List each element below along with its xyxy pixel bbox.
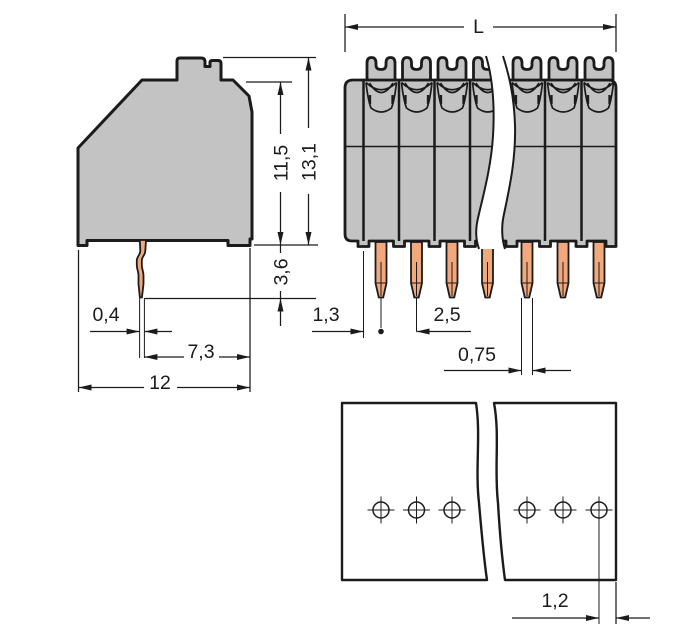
clamp-body-curve [365,82,398,113]
clamp-arc-outer [436,81,469,91]
push-button-clip [365,56,397,82]
front-view-dimensions: L 1,3 2,5 0,75 [312,14,617,375]
pcb-left-block [340,401,489,582]
clamp-arc-outer [583,81,615,91]
pcb-dimensions: 1,2 [512,523,650,624]
push-button-clip [583,56,615,82]
clamp-arc-outer [546,81,580,91]
front-view: L 1,3 2,5 0,75 [312,14,618,375]
clamp-body-curve [583,82,615,113]
clamp-arc-inner [404,82,430,94]
clamp-arc-inner [368,82,394,94]
break-torn-edge-right [501,55,517,250]
clamp-arc-outer [365,81,398,91]
pitch-reference-dot [378,328,384,335]
clamp-arc-outer [511,81,544,91]
clamp-body-curve [400,82,433,113]
dim-label-overall-height: 13,1 [299,143,321,181]
dim-label-pin-to-edge: 7,3 [187,341,214,363]
push-button-clip [511,56,543,82]
dim-label-hole-to-edge: 1,2 [541,590,568,612]
solder-pin-side [135,239,147,299]
push-button-clip [401,56,432,82]
dim-label-total-length: L [473,16,484,38]
pcb-right-block [492,401,618,582]
dim-label-body-height: 11,5 [271,145,293,182]
clamp-body-curve [436,82,469,113]
dim-label-pin-protrusion: 3,6 [271,258,293,285]
break-torn-edge-left [475,55,495,250]
housing-profile [76,56,254,247]
dim-label-pin-pitch: 2,5 [433,304,460,326]
clamp-body-curve [511,82,544,113]
clamp-arc-inner [586,82,611,94]
side-view-dimensions: 11,5 13,1 3,6 0,4 7,3 12 [77,56,321,394]
clamp-arc-outer [400,81,433,91]
break-band [476,56,516,249]
front-body-right-block [498,78,618,248]
clamp-arc-inner [514,82,540,94]
pcb-view: 1,2 [340,401,650,624]
push-button-clip [436,56,468,82]
clamp-body-curve [546,82,580,113]
pcb-holes [367,496,613,524]
front-pole-details [346,56,615,299]
dim-label-depth: 12 [149,372,171,394]
clamp-arc-inner [550,82,577,94]
dim-label-wall-to-first-pole: 1,3 [312,304,339,326]
clamp-arc-inner [439,82,465,94]
side-view: 11,5 13,1 3,6 0,4 7,3 12 [76,56,321,394]
dim-label-pin-thickness: 0,4 [92,304,119,326]
push-button-clip [547,56,579,82]
front-body-left-block [343,78,499,248]
dim-label-pin-width-front: 0,75 [458,344,496,366]
